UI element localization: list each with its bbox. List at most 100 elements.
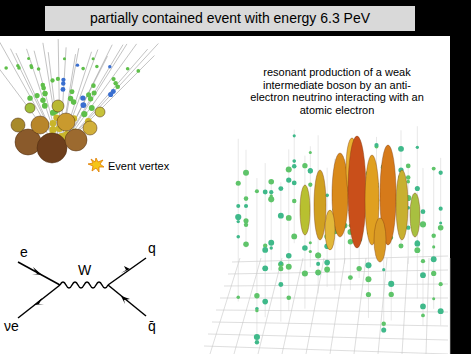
- dom-hit: [278, 186, 283, 191]
- dom-hit: [263, 190, 268, 195]
- dom-hit: [291, 234, 297, 240]
- dom-hit: [268, 179, 274, 185]
- dom-hit: [438, 225, 444, 231]
- dom-hit: [381, 327, 386, 332]
- dom-hit: [388, 281, 394, 287]
- dom-hit: [302, 163, 307, 168]
- dom-hit: [308, 169, 313, 174]
- feynman-diagram: [18, 258, 146, 318]
- grid-line: [204, 346, 448, 354]
- dom-hit: [56, 77, 60, 81]
- grid-line: [220, 298, 448, 299]
- particle-label: νe: [4, 318, 19, 334]
- dom-hit: [70, 89, 75, 94]
- dom-hit: [438, 308, 444, 314]
- dom-hit: [382, 268, 385, 271]
- dom-hit: [27, 57, 30, 60]
- dom-hit: [244, 204, 248, 208]
- grid-line: [258, 258, 282, 354]
- dom-hit: [439, 171, 443, 175]
- dom-hit: [420, 221, 426, 227]
- dom-hit: [236, 235, 240, 239]
- dom-hit: [315, 252, 321, 258]
- dom-hit: [432, 245, 435, 248]
- dom-hit-large: [83, 121, 97, 135]
- dom-hit: [432, 167, 436, 171]
- dom-hit: [309, 151, 312, 154]
- grid-line: [282, 258, 303, 354]
- title-text: partially contained event with energy 6.…: [90, 10, 370, 26]
- dom-hit: [108, 65, 111, 68]
- dom-hit: [414, 247, 420, 253]
- grid-line: [216, 310, 448, 312]
- dom-hit: [278, 213, 284, 219]
- dom-hit: [255, 309, 258, 312]
- dom-hit-large: [374, 218, 386, 262]
- dom-hit: [365, 262, 371, 268]
- dom-hit-large: [31, 116, 49, 134]
- dom-hit: [237, 220, 240, 223]
- dom-hit: [244, 223, 248, 227]
- dom-hit: [420, 272, 426, 278]
- string-line: [60, 52, 92, 150]
- dom-hit: [286, 167, 292, 173]
- dom-hit: [4, 66, 8, 70]
- dom-hit: [324, 267, 330, 273]
- dom-hit: [262, 247, 268, 253]
- dom-hit: [71, 99, 77, 105]
- dom-hit: [279, 261, 283, 265]
- particle-label: q: [148, 240, 156, 256]
- dom-hit: [292, 159, 296, 163]
- vertex-label: Event vertex: [108, 160, 169, 173]
- dom-hit: [86, 92, 91, 97]
- grid-line: [212, 322, 448, 326]
- dom-hit: [95, 65, 98, 68]
- dom-hit: [421, 209, 426, 214]
- dom-hit-large: [57, 113, 75, 131]
- string-line: [60, 44, 127, 150]
- title-bar: partially contained event with energy 6.…: [45, 6, 415, 31]
- string-line: [60, 43, 158, 150]
- dom-hit: [236, 204, 240, 208]
- dom-hit: [315, 269, 321, 275]
- string-line: [280, 182, 281, 321]
- dom-hit: [237, 296, 240, 299]
- dom-hit: [439, 207, 443, 211]
- dom-hit-large: [25, 103, 35, 113]
- description-text: resonant production of a weak intermedia…: [248, 66, 426, 117]
- dom-hit: [63, 57, 66, 60]
- dom-hit: [278, 282, 283, 287]
- dom-hit: [415, 186, 420, 191]
- dom-hit: [111, 77, 115, 81]
- dom-hit: [255, 340, 259, 344]
- dom-hit-large: [95, 107, 105, 117]
- grid-line: [232, 256, 448, 262]
- dom-hit: [431, 271, 436, 276]
- dom-hit: [431, 233, 435, 237]
- grid-line: [210, 258, 240, 354]
- dom-hit: [278, 266, 283, 271]
- event-vertex-icon: [88, 158, 104, 172]
- dom-hit: [309, 250, 312, 253]
- dom-hit: [439, 282, 443, 286]
- dom-hit: [308, 183, 312, 187]
- dom-hit-large: [11, 118, 25, 132]
- dom-hit: [50, 120, 57, 127]
- dom-hit: [262, 265, 268, 271]
- particle-label: W: [78, 262, 91, 278]
- dom-hit: [415, 240, 419, 244]
- dom-hit: [43, 91, 48, 96]
- grid-line: [208, 334, 448, 340]
- dom-hit: [262, 299, 268, 305]
- dom-hit-large: [348, 136, 366, 248]
- grid-line: [354, 258, 366, 354]
- string-line: [288, 149, 289, 310]
- dom-hit: [136, 69, 140, 73]
- dom-hit: [365, 276, 371, 282]
- string-line: [294, 130, 295, 244]
- grid-line: [306, 258, 324, 354]
- dom-hit: [235, 214, 241, 220]
- grid-line: [426, 258, 429, 354]
- grid-line: [378, 258, 387, 354]
- dom-hit: [439, 222, 442, 225]
